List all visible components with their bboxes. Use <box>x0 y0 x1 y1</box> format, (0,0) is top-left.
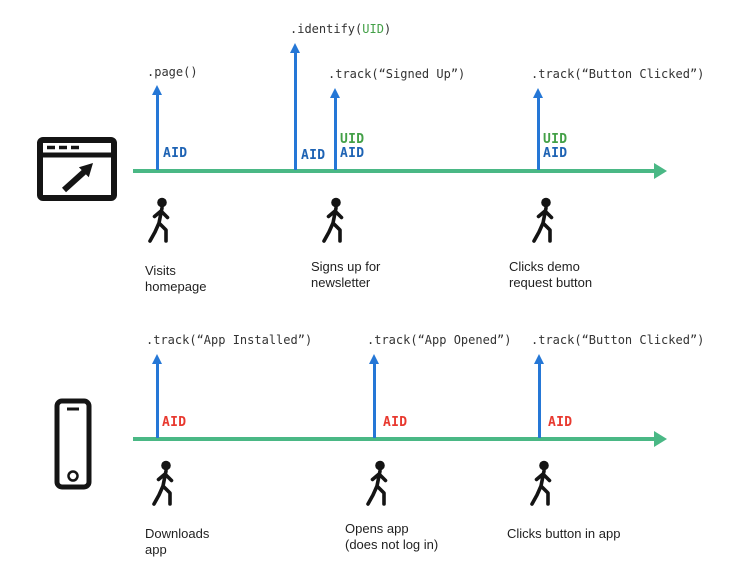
actor-label-line: Visits <box>145 263 176 278</box>
mobile-event-appopened-arrow <box>369 354 379 438</box>
person-icon <box>364 460 394 510</box>
identify-code-suffix: ) <box>383 22 392 36</box>
person-icon <box>146 197 176 247</box>
mobile-event-appopened-code: .track(“App Opened”) <box>367 333 512 347</box>
mobile-event-appopened-aid: AID <box>383 415 408 430</box>
web-timeline-arrow <box>133 163 667 179</box>
web-event-identify-code: .identify(UID) <box>290 22 391 36</box>
web-actor-2-label: Signs up for newsletter <box>311 259 380 291</box>
actor-label-line: Signs up for <box>311 259 381 274</box>
web-event-buttonclicked-aid: AID <box>543 146 568 161</box>
web-event-signedup-code: .track(“Signed Up”) <box>328 67 466 81</box>
person-icon <box>528 460 558 510</box>
mobile-event-buttonclicked-aid: AID <box>548 415 573 430</box>
person-icon <box>320 197 350 247</box>
actor-label-line: app <box>145 542 167 557</box>
phone-icon <box>54 398 92 495</box>
web-actor-3-label: Clicks demo request button <box>509 259 592 291</box>
actor-label-line: Downloads <box>145 526 210 541</box>
web-event-signedup-aid: AID <box>340 146 365 161</box>
actor-label-line: request button <box>509 275 593 290</box>
web-event-signedup-uid: UID <box>340 132 365 147</box>
actor-label-line: Clicks button in app <box>507 526 621 541</box>
mobile-event-appinstalled-code: .track(“App Installed”) <box>146 333 313 347</box>
actor-label-line: newsletter <box>311 275 371 290</box>
web-event-identify-arrow <box>290 43 300 170</box>
web-event-buttonclicked-arrow <box>533 88 543 170</box>
actor-label-line: (does not log in) <box>345 537 439 552</box>
identify-code-prefix: .identify( <box>290 22 363 36</box>
web-actor-1-label: Visits homepage <box>145 263 206 295</box>
web-event-page-aid: AID <box>163 146 188 161</box>
mobile-event-buttonclicked-code: .track(“Button Clicked”) <box>531 333 705 347</box>
web-event-buttonclicked-code: .track(“Button Clicked”) <box>531 67 705 81</box>
browser-icon <box>36 136 118 207</box>
identify-code-arg: UID <box>362 22 384 36</box>
mobile-event-buttonclicked-arrow <box>534 354 544 438</box>
web-event-page-code: .page() <box>147 65 198 79</box>
actor-label-line: Opens app <box>345 521 409 536</box>
mobile-actor-1-label: Downloads app <box>145 526 209 558</box>
web-event-identify-aid: AID <box>301 148 326 163</box>
web-event-buttonclicked-uid: UID <box>543 132 568 147</box>
mobile-actor-2-label: Opens app (does not log in) <box>345 521 438 553</box>
actor-label-line: Clicks demo <box>509 259 580 274</box>
person-icon <box>150 460 180 510</box>
person-icon <box>530 197 560 247</box>
web-event-signedup-arrow <box>330 88 340 170</box>
web-event-page-arrow <box>152 85 162 170</box>
actor-label-line: homepage <box>145 279 207 294</box>
mobile-event-appinstalled-aid: AID <box>162 415 187 430</box>
mobile-actor-3-label: Clicks button in app <box>507 526 620 542</box>
mobile-event-appinstalled-arrow <box>152 354 162 438</box>
mobile-timeline-arrow <box>133 431 667 447</box>
